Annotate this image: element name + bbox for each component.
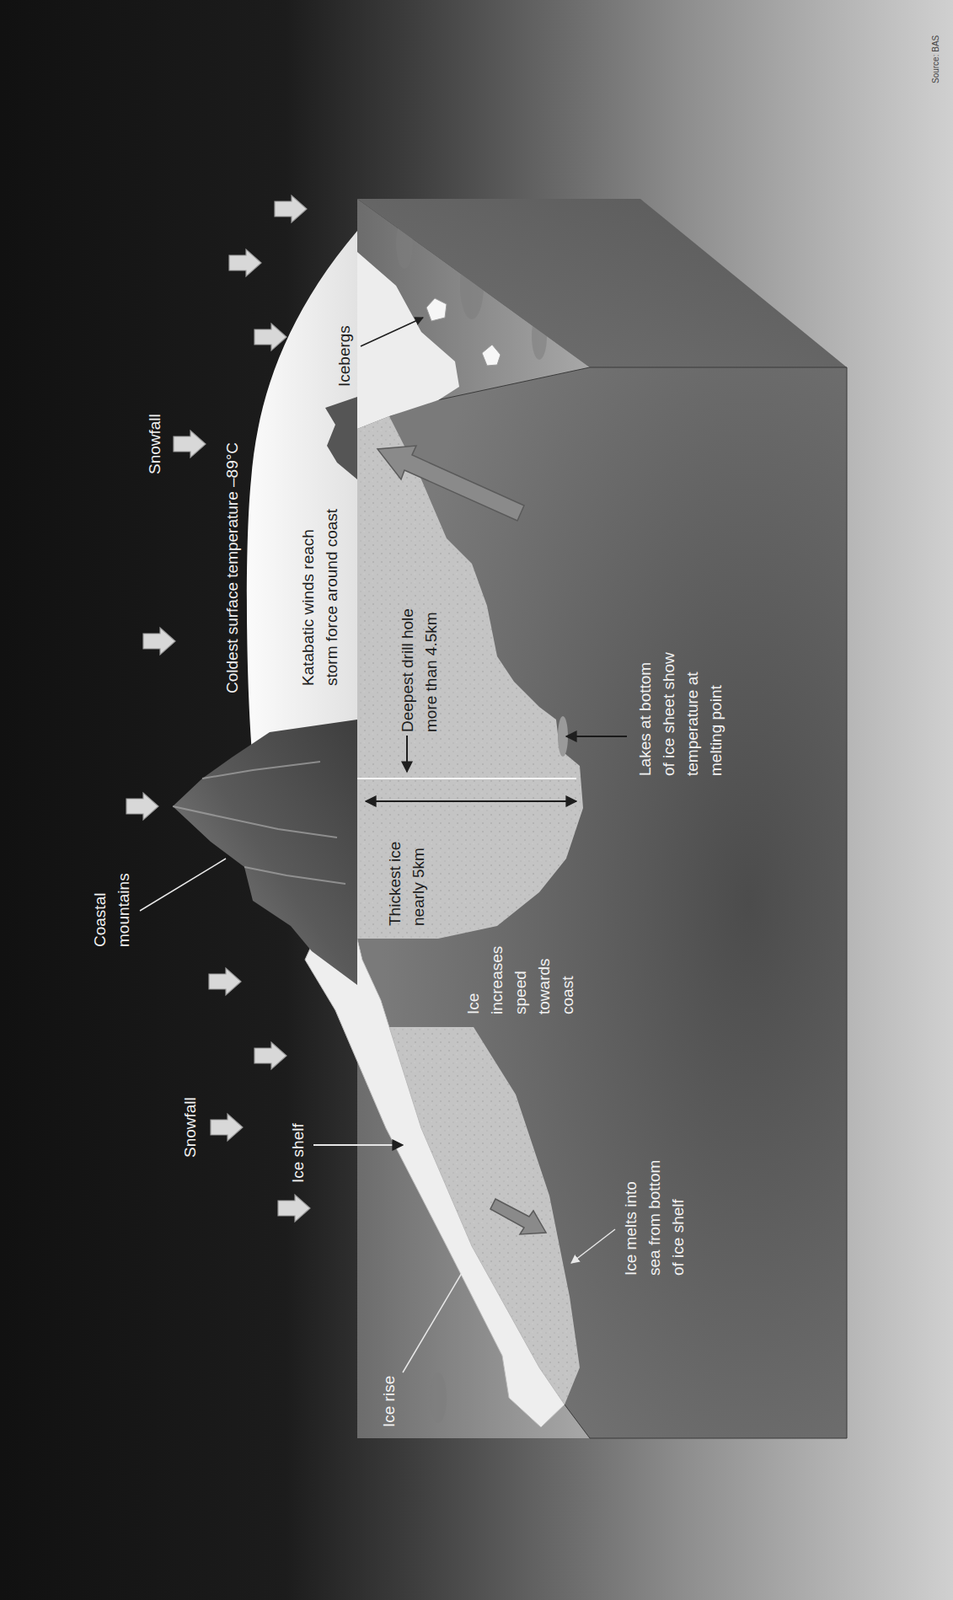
snowfall-arrow <box>210 1113 243 1141</box>
snowfall-arrow <box>173 430 206 458</box>
annotation-label: Ice melts into sea from bottom of ice sh… <box>619 1156 691 1276</box>
iceberg <box>481 344 501 366</box>
snowfall-arrow <box>208 968 241 996</box>
snowfall-arrow <box>229 249 262 277</box>
annotation-label: Lakes at bottom of ice sheet show temper… <box>633 648 729 777</box>
leader-line <box>360 317 423 347</box>
mountain-ridge <box>172 806 338 838</box>
bedrock-section <box>357 367 847 1439</box>
mountain-ridge <box>244 867 346 884</box>
leader-line <box>571 1229 616 1264</box>
leader-line <box>139 858 226 911</box>
annotation-label: Snowfall <box>178 1097 203 1158</box>
mountain-ridges <box>172 761 346 884</box>
snowfall-arrow <box>274 195 307 223</box>
drill-hole <box>357 777 577 780</box>
mountain-ridge <box>202 761 321 779</box>
coastal-rocks <box>325 396 358 480</box>
snowfall-arrow <box>143 627 176 655</box>
leader-line <box>313 1144 403 1146</box>
coastal-mountains <box>172 719 358 986</box>
leader-line <box>402 1273 462 1373</box>
annotation-label: Coastal mountains <box>88 854 136 948</box>
sea-mottle <box>429 1372 447 1424</box>
annotation-label: Snowfall <box>143 413 167 475</box>
annotation-label: Ice increases speed towards coast <box>461 934 580 1015</box>
annotation-label: Katabatic winds reach storm force around… <box>296 496 344 686</box>
ice-shelf-section <box>389 1027 580 1405</box>
annotation-label: Source: BAS <box>930 35 943 84</box>
lake-pointer <box>566 735 627 738</box>
snowfall-arrow <box>254 1042 287 1070</box>
iceberg <box>426 298 447 322</box>
annotation-label: Thickest ice nearly 5km <box>383 829 431 927</box>
snowfall-arrow <box>254 323 287 351</box>
annotation-label: Ice shelf <box>286 1123 311 1184</box>
annotation-label: Coldest surface temperature –89°C <box>220 442 245 694</box>
annotation-label: Icebergs <box>332 325 357 387</box>
ice-sheet-section <box>357 416 584 939</box>
drill-hole-pointer <box>406 735 408 772</box>
annotation-label: Ice rise <box>377 1375 402 1428</box>
coastal-ice <box>357 251 460 429</box>
snowfall-arrow <box>278 1194 311 1222</box>
ice-dome <box>246 230 358 762</box>
ice-flow-arrow <box>377 445 525 521</box>
annotation-label: Deepest drill hole more than 4.5km <box>396 593 444 733</box>
thickness-arrow <box>365 800 577 803</box>
ice-flow-arrow <box>490 1199 547 1235</box>
snowfall-arrow <box>126 792 159 820</box>
